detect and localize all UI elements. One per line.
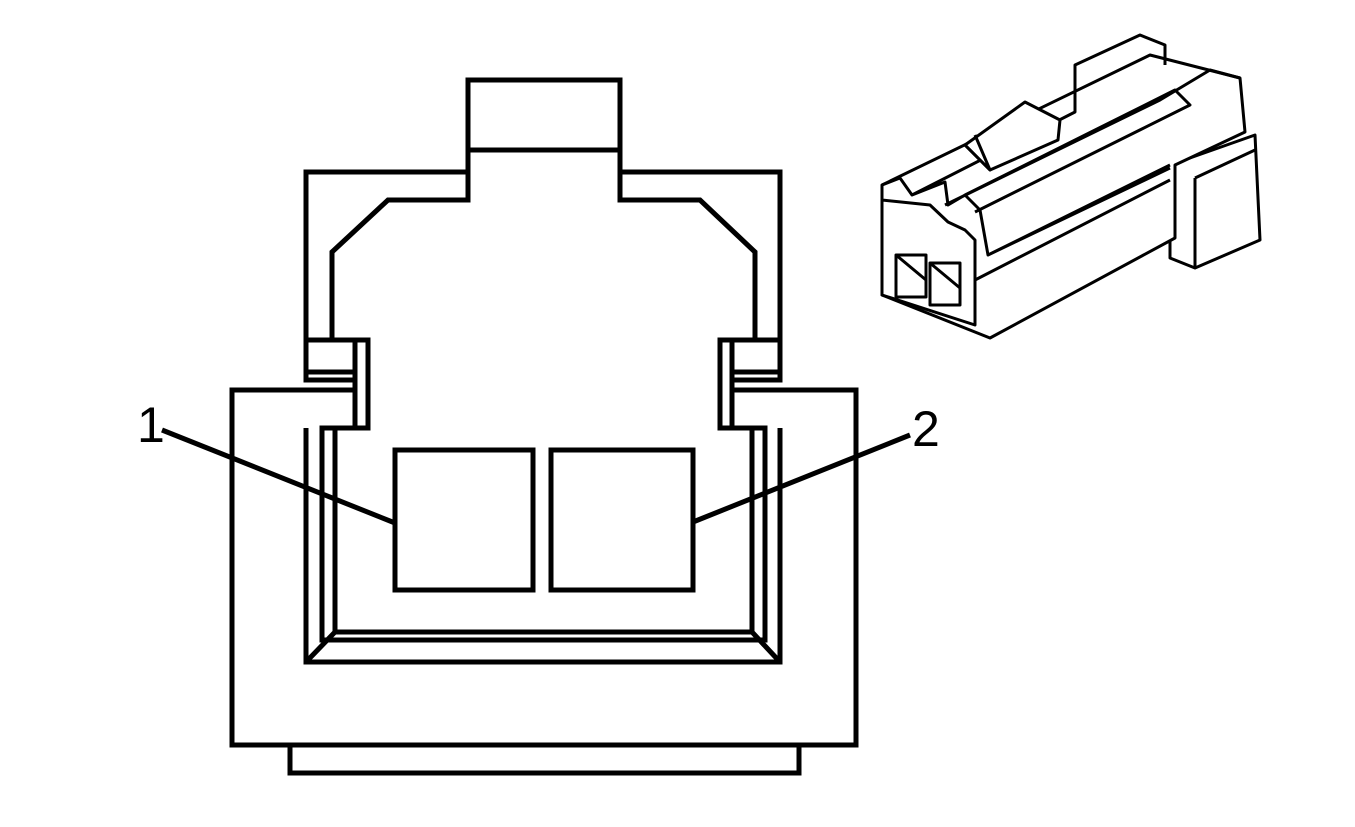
terminal-cavity-1 [392, 447, 536, 593]
inner-cavity [329, 172, 758, 340]
iso-top-ridges [881, 33, 1241, 257]
outer-housing [229, 337, 859, 748]
iso-rear-block [1168, 133, 1262, 270]
bottom-flange [287, 745, 802, 776]
iso-front-face [880, 185, 977, 327]
leader-line-1 [161, 427, 396, 526]
connector-isometric-view [880, 33, 1262, 340]
callout-label-1: 1 [137, 397, 165, 453]
callout-label-2: 2 [912, 401, 940, 457]
iso-main-body [880, 53, 1247, 340]
upper-shell [303, 77, 783, 340]
right-lock [729, 340, 780, 428]
left-lock [306, 340, 358, 428]
terminal-cavity-2 [548, 447, 696, 593]
connector-face-view [161, 77, 911, 776]
terminal-surround [303, 428, 783, 665]
leader-line-2 [692, 432, 911, 525]
